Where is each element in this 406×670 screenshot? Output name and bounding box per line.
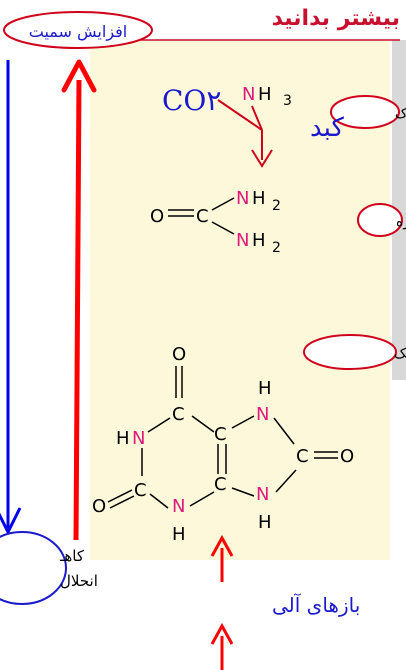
uric-co-left-bond-1 xyxy=(107,489,133,503)
decrease-label: کاهـ xyxy=(59,547,85,565)
uric-bond-c-n9 xyxy=(231,487,255,497)
nh3-bond-line xyxy=(251,105,263,131)
urea-n-bottom: N xyxy=(236,230,249,251)
bases-arrow-top-head xyxy=(210,534,234,557)
solubility-arrow-head xyxy=(0,507,22,536)
toxicity-arrow-shaft xyxy=(73,79,82,541)
uric-co-left-bond-2 xyxy=(109,495,135,509)
urea-sub-top: 2 xyxy=(272,198,281,214)
solubility-label-oval xyxy=(0,531,67,605)
uric-c-4: C xyxy=(214,424,227,445)
urea-n-top: N xyxy=(236,188,249,209)
uric-bond-n7-c xyxy=(273,417,295,445)
urea-h-bottom: H xyxy=(252,230,266,251)
urea-sub-bottom: 2 xyxy=(272,240,281,256)
uric-c-8: C xyxy=(296,446,309,467)
uric-n9: N xyxy=(256,484,269,505)
uric-bond-c-n3 xyxy=(149,493,169,509)
uric-n1: N xyxy=(132,428,145,449)
urea-o: O xyxy=(150,206,164,227)
urea-bond-down xyxy=(211,221,235,235)
co2-bond-line xyxy=(217,99,263,131)
uric-o-top: O xyxy=(172,344,186,365)
urea-label: اوره xyxy=(396,214,406,230)
ammonia-label: آمونیاک xyxy=(395,105,406,122)
uric-bond-n9-c xyxy=(275,469,297,493)
uric-o-right: O xyxy=(340,446,354,467)
uric-bond-c-c xyxy=(191,415,215,433)
dissolution-label: انحلال xyxy=(60,572,98,590)
side-scroll-strip xyxy=(392,40,406,380)
info-panel-background xyxy=(90,40,390,560)
urea-c: C xyxy=(196,206,209,227)
uric-n7: N xyxy=(256,404,269,425)
uric-c-top: C xyxy=(172,404,185,425)
uric-acid-structure: O C H N C O N H C C N H C xyxy=(92,344,354,545)
uric-acid-oval xyxy=(303,334,397,370)
uric-acid-label: اسیداوریک xyxy=(394,346,406,362)
co2-formula: CO۲ xyxy=(162,84,221,117)
nh3-h: H xyxy=(258,84,272,105)
toxicity-arrow-head xyxy=(61,59,97,93)
uric-h-n7: H xyxy=(258,378,272,399)
uric-h-n3: H xyxy=(172,524,186,545)
uric-bond-c-n1 xyxy=(147,417,171,433)
uric-c-5: C xyxy=(214,474,227,495)
nh3-subscript: 3 xyxy=(283,93,292,109)
nh3-n: N xyxy=(242,84,255,105)
urea-h-top: H xyxy=(252,188,266,209)
urea-oval xyxy=(357,203,403,237)
liver-label: کبد xyxy=(310,113,344,143)
reaction-arrow-head xyxy=(251,149,273,168)
uric-c-left: C xyxy=(134,480,147,501)
uric-o-left: O xyxy=(92,496,106,517)
urea-bond-up xyxy=(211,197,235,211)
page-title: بیشتر بدانید xyxy=(271,6,400,31)
urea-structure: O C N H 2 N H 2 xyxy=(150,188,281,256)
ammonia-oval xyxy=(330,95,400,129)
uric-n3: N xyxy=(172,496,185,517)
toxicity-label-oval xyxy=(3,11,153,49)
organic-bases-label: بازهای آلی xyxy=(272,592,360,617)
uric-h-n9: H xyxy=(258,512,272,533)
bases-arrow-bottom-head xyxy=(210,622,234,645)
uric-bond-n3-c xyxy=(189,491,215,507)
uric-h-n1: H xyxy=(116,428,130,449)
toxicity-label: افزایش سمیت xyxy=(29,22,128,42)
uric-bond-c-n7 xyxy=(231,415,255,429)
